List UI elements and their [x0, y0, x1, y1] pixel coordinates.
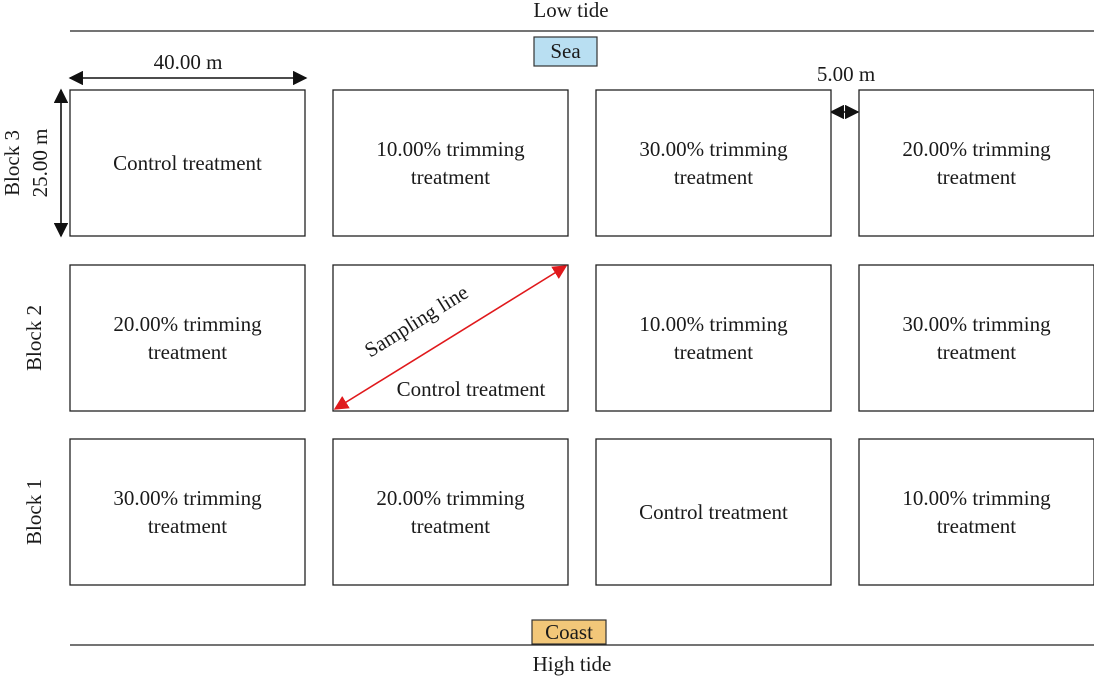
plot-label-line: treatment: [148, 340, 227, 364]
plot-3-2: [332, 89, 569, 237]
plot-label-line: Control treatment: [639, 500, 788, 524]
plot-2-2-label: Control treatment: [397, 377, 546, 401]
low-tide-label: Low tide: [533, 0, 608, 22]
plot-1-1-label: 30.00% trimming treatment: [113, 486, 262, 538]
plot-3-4: [858, 89, 1094, 237]
plot-label-line: 30.00% trimming: [902, 312, 1051, 336]
plot-label-line: 20.00% trimming: [376, 486, 525, 510]
plot-label-line: 30.00% trimming: [113, 486, 262, 510]
plot-1-2-label: 20.00% trimming treatment: [376, 486, 525, 538]
sea-badge: [533, 36, 598, 67]
plot-3-2-label: 10.00% trimming treatment: [376, 137, 525, 189]
plot-label-line: treatment: [674, 165, 753, 189]
plot-3-4-label: 20.00% trimming treatment: [902, 137, 1051, 189]
sampling-line-arrow: [333, 265, 568, 410]
plot-label-line: treatment: [937, 340, 1016, 364]
plot-label-line: treatment: [937, 165, 1016, 189]
plot-2-1: [69, 264, 306, 412]
plot-3-3-label: 30.00% trimming treatment: [639, 137, 788, 189]
plot-3-1-label: Control treatment: [113, 151, 262, 175]
block-1-label: Block 1: [22, 479, 46, 545]
height-dimension-label: 25.00 m: [28, 129, 52, 198]
plot-label-line: treatment: [937, 514, 1016, 538]
gap-dimension-label: 5.00 m: [817, 62, 875, 86]
plot-label-line: 10.00% trimming: [376, 137, 525, 161]
plot-label-line: 30.00% trimming: [639, 137, 788, 161]
plot-label-line: treatment: [148, 514, 227, 538]
plot-2-3-label: 10.00% trimming treatment: [639, 312, 788, 364]
plot-label-line: Control treatment: [397, 377, 546, 401]
plot-label-line: 20.00% trimming: [113, 312, 262, 336]
plot-3-3: [595, 89, 832, 237]
plot-1-2: [332, 438, 569, 586]
plot-1-4-label: 10.00% trimming treatment: [902, 486, 1051, 538]
plot-1-4: [858, 438, 1094, 586]
plot-3-1: [69, 89, 306, 237]
plot-label-line: 10.00% trimming: [902, 486, 1051, 510]
block-2-label: Block 2: [22, 305, 46, 371]
plot-label-line: Control treatment: [113, 151, 262, 175]
high-tide-label: High tide: [533, 652, 612, 676]
block-3-label: Block 3: [0, 130, 24, 196]
plot-2-4: [858, 264, 1094, 412]
plot-label-line: 20.00% trimming: [902, 137, 1051, 161]
plot-2-3: [595, 264, 832, 412]
plot-grid: Control treatment 10.00% trimming treatmen…: [69, 89, 1094, 586]
width-dimension-label: 40.00 m: [154, 50, 223, 74]
plot-label-line: treatment: [674, 340, 753, 364]
plot-label-line: treatment: [411, 514, 490, 538]
plot-label-line: treatment: [411, 165, 490, 189]
plot-label-line: 10.00% trimming: [639, 312, 788, 336]
plot-1-3-label: Control treatment: [639, 500, 788, 524]
coast-badge: [531, 619, 607, 645]
coast-label: Coast: [545, 620, 593, 644]
sea-label: Sea: [550, 39, 581, 63]
plot-2-1-label: 20.00% trimming treatment: [113, 312, 262, 364]
plot-1-3: [595, 438, 832, 586]
plot-2-4-label: 30.00% trimming treatment: [902, 312, 1051, 364]
plot-1-1: [69, 438, 306, 586]
